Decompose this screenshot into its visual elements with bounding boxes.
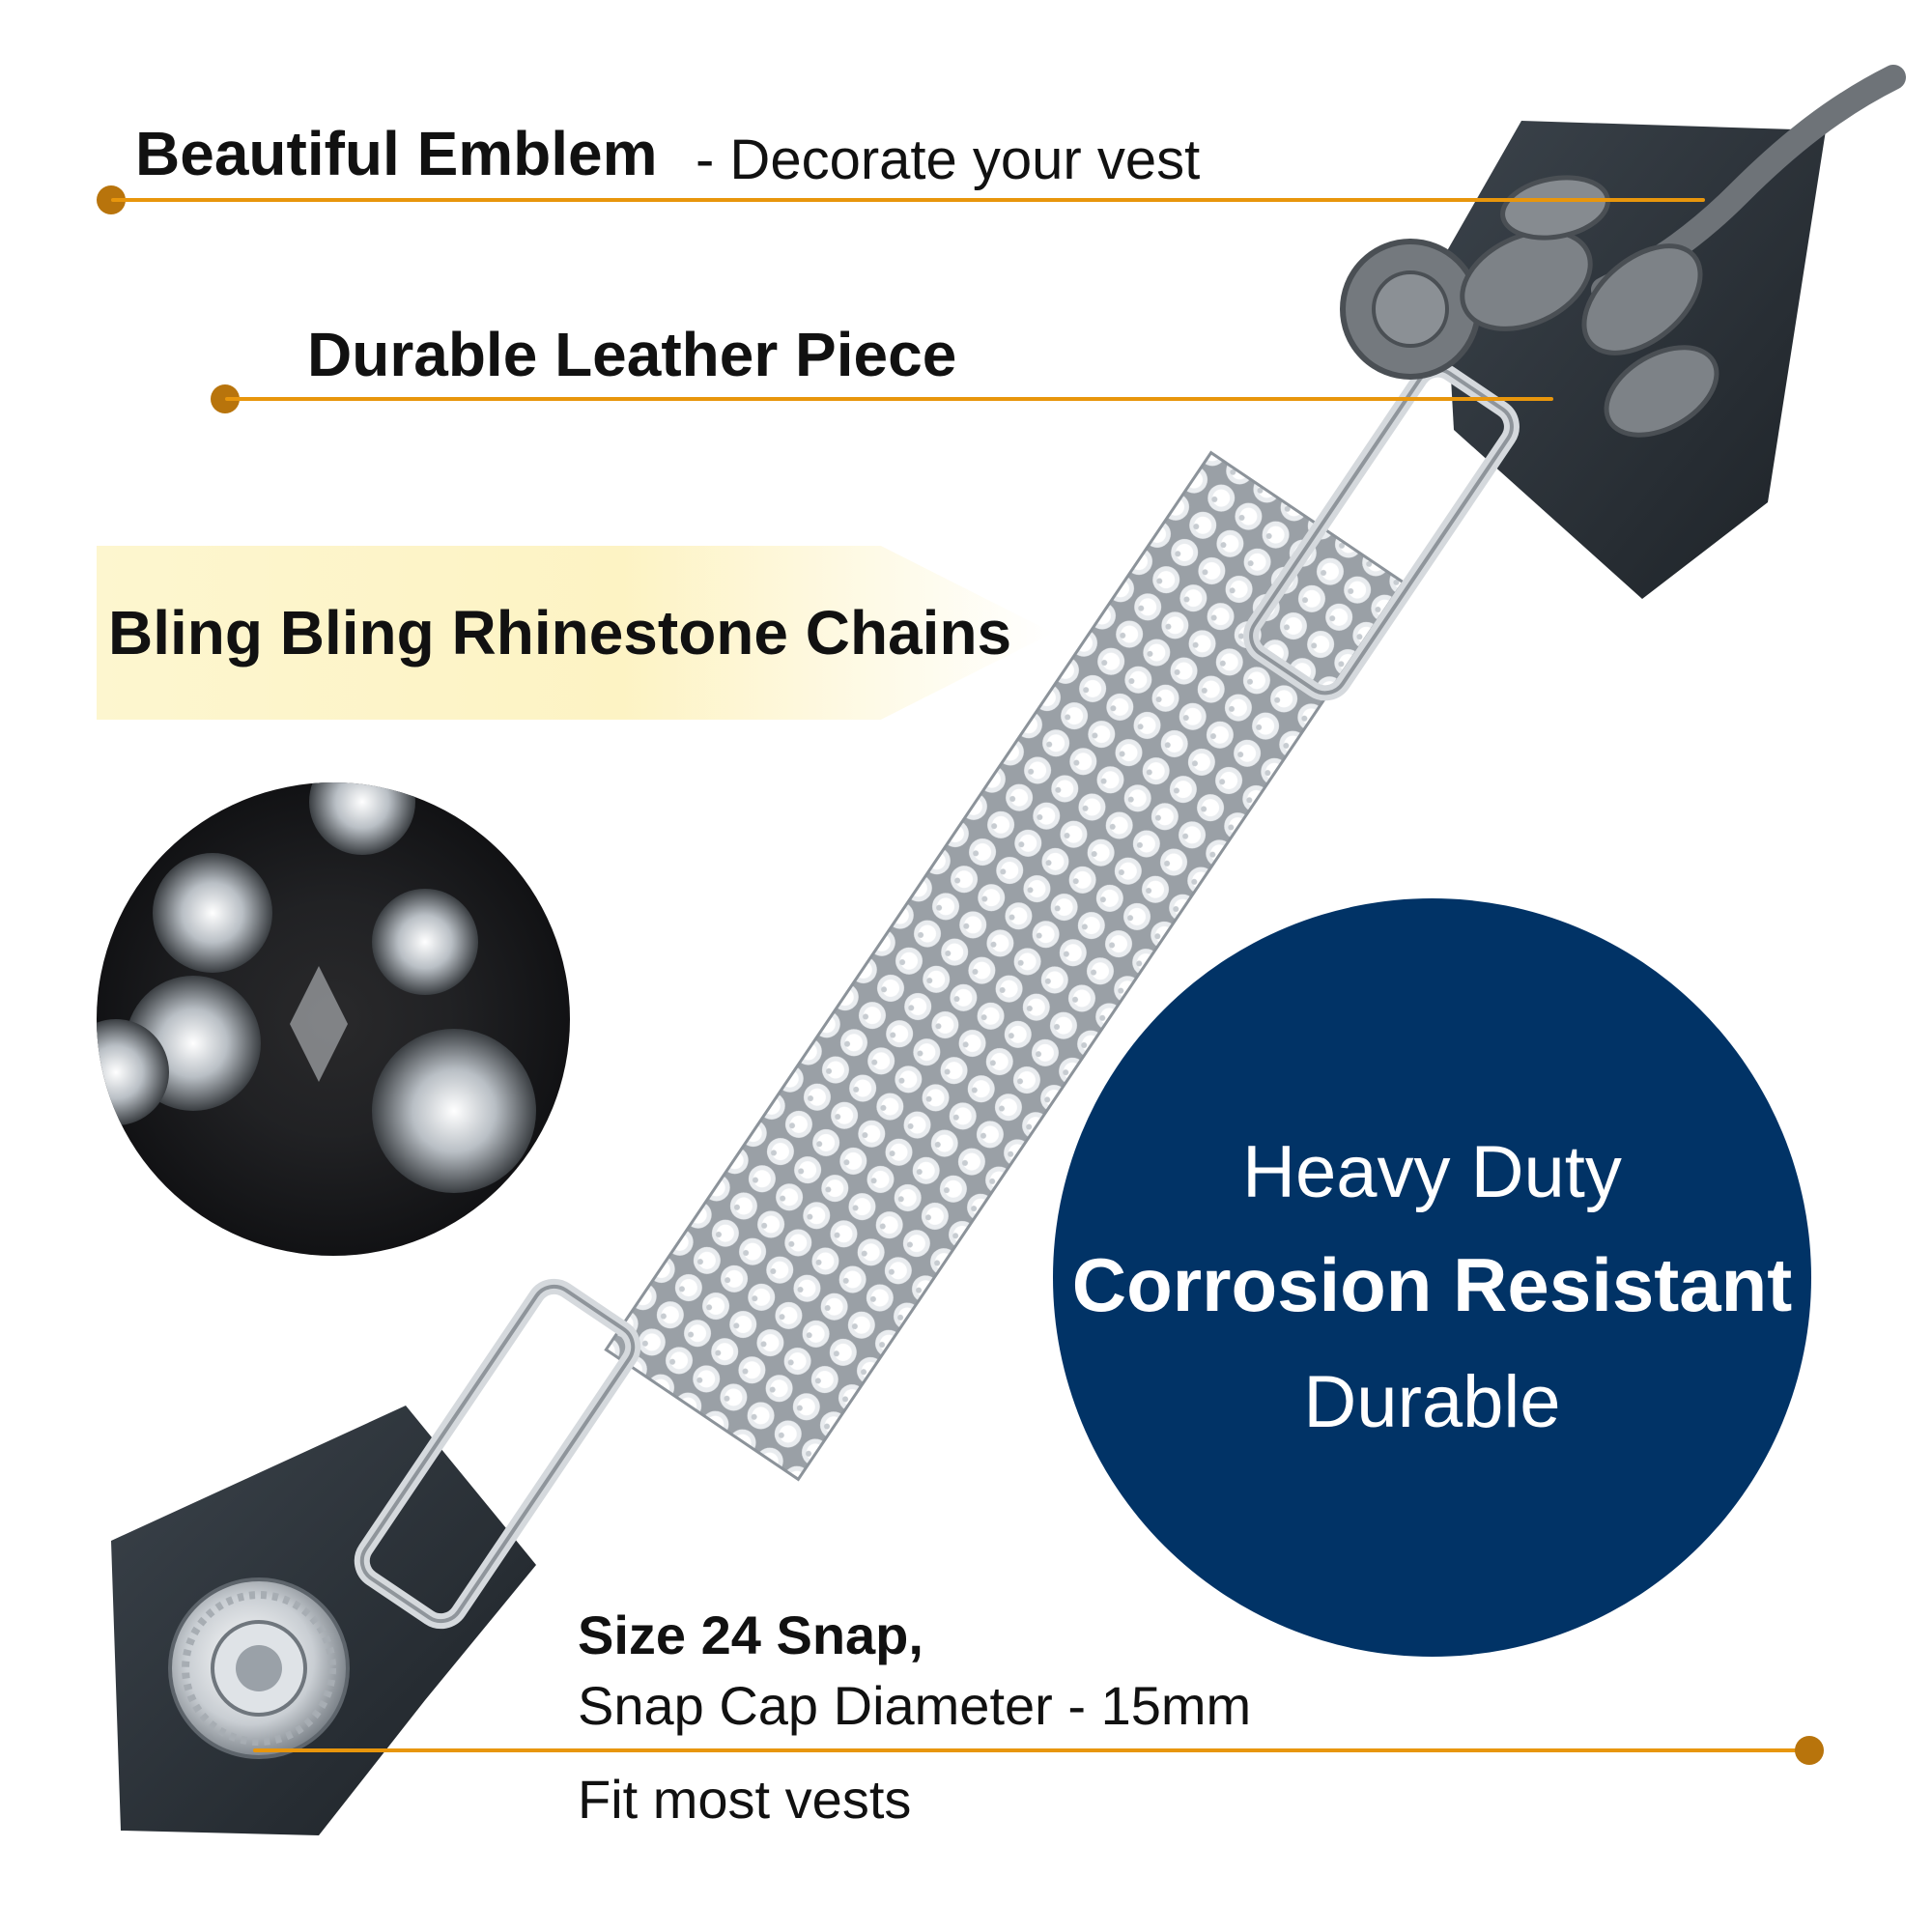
emblem-callout-line [111, 198, 1705, 202]
snap-button-icon [168, 1577, 350, 1759]
snap-callout-title: Size 24 Snap, [578, 1605, 923, 1665]
leather-callout-title: Durable Leather Piece [307, 320, 957, 389]
leather-callout-line [225, 397, 1553, 401]
snap-callout-fit: Fit most vests [578, 1769, 912, 1830]
feature-heavy-duty: Heavy Duty [1242, 1131, 1622, 1213]
upper-metal-ring [1243, 361, 1520, 701]
top-leather-piece [1444, 121, 1826, 599]
feature-durable: Durable [1303, 1361, 1561, 1443]
chains-callout-banner [97, 546, 1053, 720]
rhinestone-gems-icon [97, 782, 570, 1256]
emblem-callout-subtitle: - Decorate your vest [696, 128, 1201, 191]
emblem-callout-title: Beautiful Emblem [135, 119, 658, 188]
snap-callout-diameter: Snap Cap Diameter - 15mm [578, 1675, 1252, 1736]
lower-metal-ring [354, 1278, 641, 1630]
feature-corrosion-resistant: Corrosion Resistant [1071, 1242, 1793, 1327]
feature-circle: Heavy Duty Corrosion Resistant Durable [1053, 898, 1811, 1657]
rhinestone-chain-band [604, 450, 1406, 1482]
chains-callout-title: Bling Bling Rhinestone Chains [108, 598, 1012, 668]
snap-callout-line [253, 1748, 1808, 1752]
rose-emblem-icon [1340, 65, 1906, 438]
snap-callout-dot [1795, 1736, 1824, 1765]
